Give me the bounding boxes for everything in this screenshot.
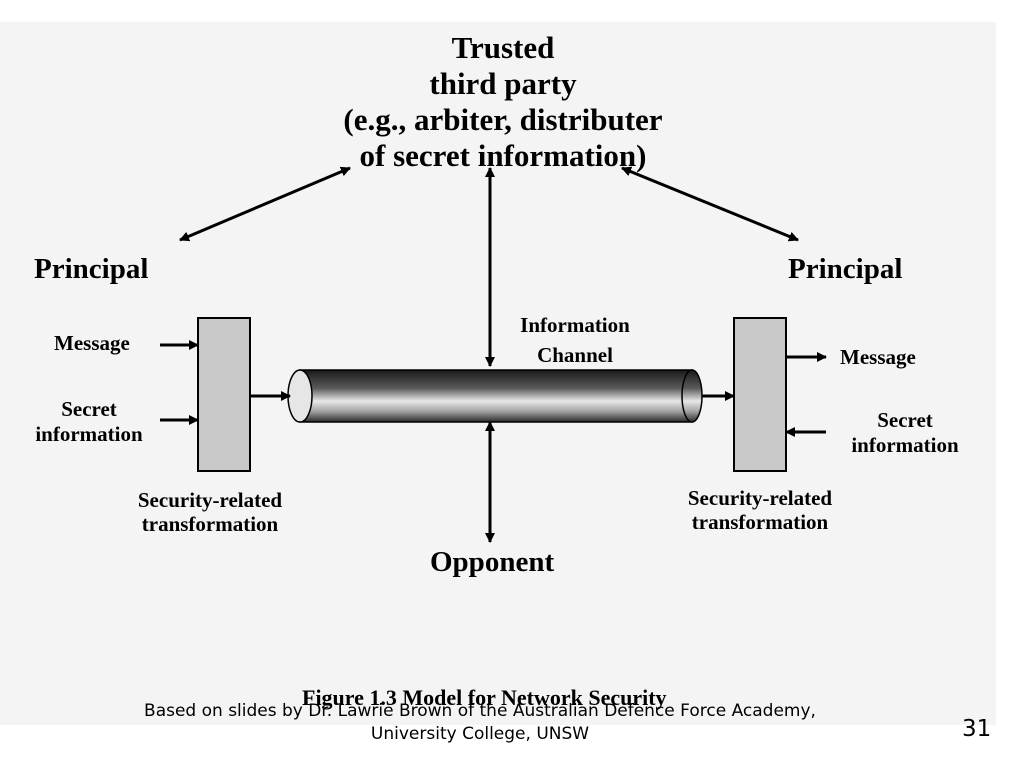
principal-right-label: Principal xyxy=(788,253,903,285)
information-channel-tube xyxy=(287,369,703,423)
opponent-label: Opponent xyxy=(430,546,555,578)
ttp-line-3: (e.g., arbiter, distributer xyxy=(343,102,663,137)
information-channel-label: Information Channel xyxy=(500,310,650,370)
channel-line-1: Information xyxy=(520,313,630,337)
left-transformation-line-1: Security-related xyxy=(137,488,283,512)
ttp-line-1: Trusted xyxy=(451,30,555,65)
right-secret-line-1: Secret xyxy=(877,408,933,432)
footer-credit: Based on slides by Dr. Lawrie Brown of t… xyxy=(100,700,860,746)
right-message-label: Message xyxy=(840,345,916,369)
ttp-line-2: third party xyxy=(429,66,577,101)
page-number: 31 xyxy=(962,716,992,742)
right-secret-line-2: information xyxy=(851,433,959,457)
right-secret-label: Secret information xyxy=(830,408,980,458)
left-secret-line-2: information xyxy=(35,422,143,446)
right-transformation-line-2: transformation xyxy=(691,510,829,534)
right-transformation-box xyxy=(733,317,787,472)
left-secret-line-1: Secret xyxy=(61,397,117,421)
left-transformation-line-2: transformation xyxy=(141,512,279,536)
left-transformation-label: Security-related transformation xyxy=(110,488,310,536)
channel-line-2: Channel xyxy=(537,343,613,367)
figure-caption: Figure 1.3 Model for Network Security xyxy=(302,685,667,710)
ttp-right-principal-arrow xyxy=(621,166,799,242)
left-secret-label: Secret information xyxy=(24,397,154,447)
right-transformation-line-1: Security-related xyxy=(687,486,833,510)
trusted-third-party-label: Trusted third party (e.g., arbiter, dist… xyxy=(0,30,1006,174)
ttp-left-principal-arrow xyxy=(179,166,351,242)
ttp-line-4: of secret information) xyxy=(359,138,647,173)
footer-line-1: Based on slides by Dr. Lawrie Brown of t… xyxy=(144,701,816,721)
right-transformation-label: Security-related transformation xyxy=(660,486,860,534)
footer-line-2: University College, UNSW xyxy=(370,724,590,744)
left-message-label: Message xyxy=(54,331,130,355)
left-transformation-box xyxy=(197,317,251,472)
principal-left-label: Principal xyxy=(34,253,149,285)
